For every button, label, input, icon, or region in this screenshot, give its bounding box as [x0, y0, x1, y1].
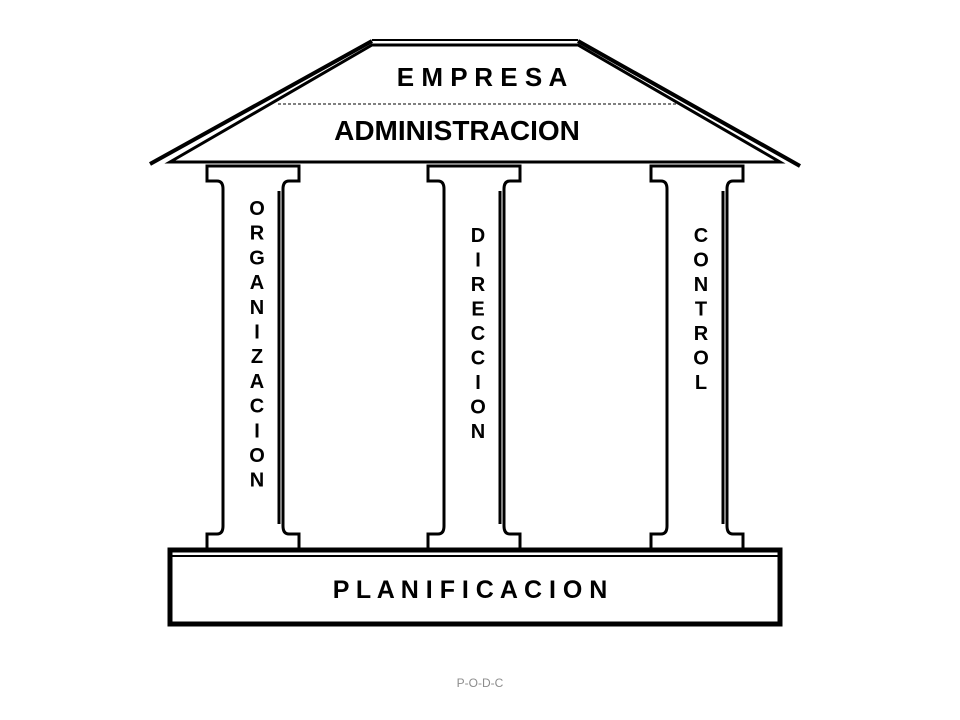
- column-letter: N: [250, 470, 264, 492]
- roof-left-eave: [149, 39, 373, 166]
- base: P L A N I F I C A C I O N: [167, 547, 783, 627]
- roof-top-label: E M P R E S A: [397, 62, 568, 92]
- column-letter: R: [250, 223, 265, 245]
- base-plinth: [167, 547, 783, 627]
- column-letter: Z: [251, 346, 263, 368]
- column-letter: L: [695, 372, 707, 394]
- roof-bottom-label: ADMINISTRACION: [334, 115, 580, 146]
- column-letter: C: [694, 225, 708, 247]
- footer-caption: P-O-D-C: [456, 676, 504, 690]
- column-letter: C: [471, 348, 485, 370]
- roof-right-eave: [577, 39, 801, 168]
- column-letter: I: [475, 372, 481, 394]
- column-letter: C: [471, 323, 485, 345]
- column-letter: N: [250, 297, 264, 319]
- column-letter: O: [693, 348, 709, 370]
- column-letter: I: [475, 250, 481, 272]
- column-letter: R: [471, 274, 486, 296]
- column-letter: O: [249, 445, 265, 467]
- base-label: P L A N I F I C A C I O N: [333, 576, 608, 604]
- column-letter: R: [694, 323, 709, 345]
- column-letter: D: [471, 225, 485, 247]
- column-letter: G: [249, 247, 265, 269]
- roof: E M P R E S A ADMINISTRACION: [149, 39, 801, 168]
- column-letter: O: [693, 250, 709, 272]
- column-letter: N: [471, 421, 485, 443]
- column-letter: C: [250, 396, 264, 418]
- column-letter: A: [250, 371, 264, 393]
- column-letter: I: [254, 420, 260, 442]
- column-letter: A: [250, 272, 264, 294]
- column-letter: N: [694, 274, 708, 296]
- column-letter: O: [470, 397, 486, 419]
- column-letter: E: [471, 299, 484, 321]
- column-letter: T: [695, 299, 707, 321]
- column-letter: I: [254, 322, 260, 344]
- column-letter: O: [249, 198, 265, 220]
